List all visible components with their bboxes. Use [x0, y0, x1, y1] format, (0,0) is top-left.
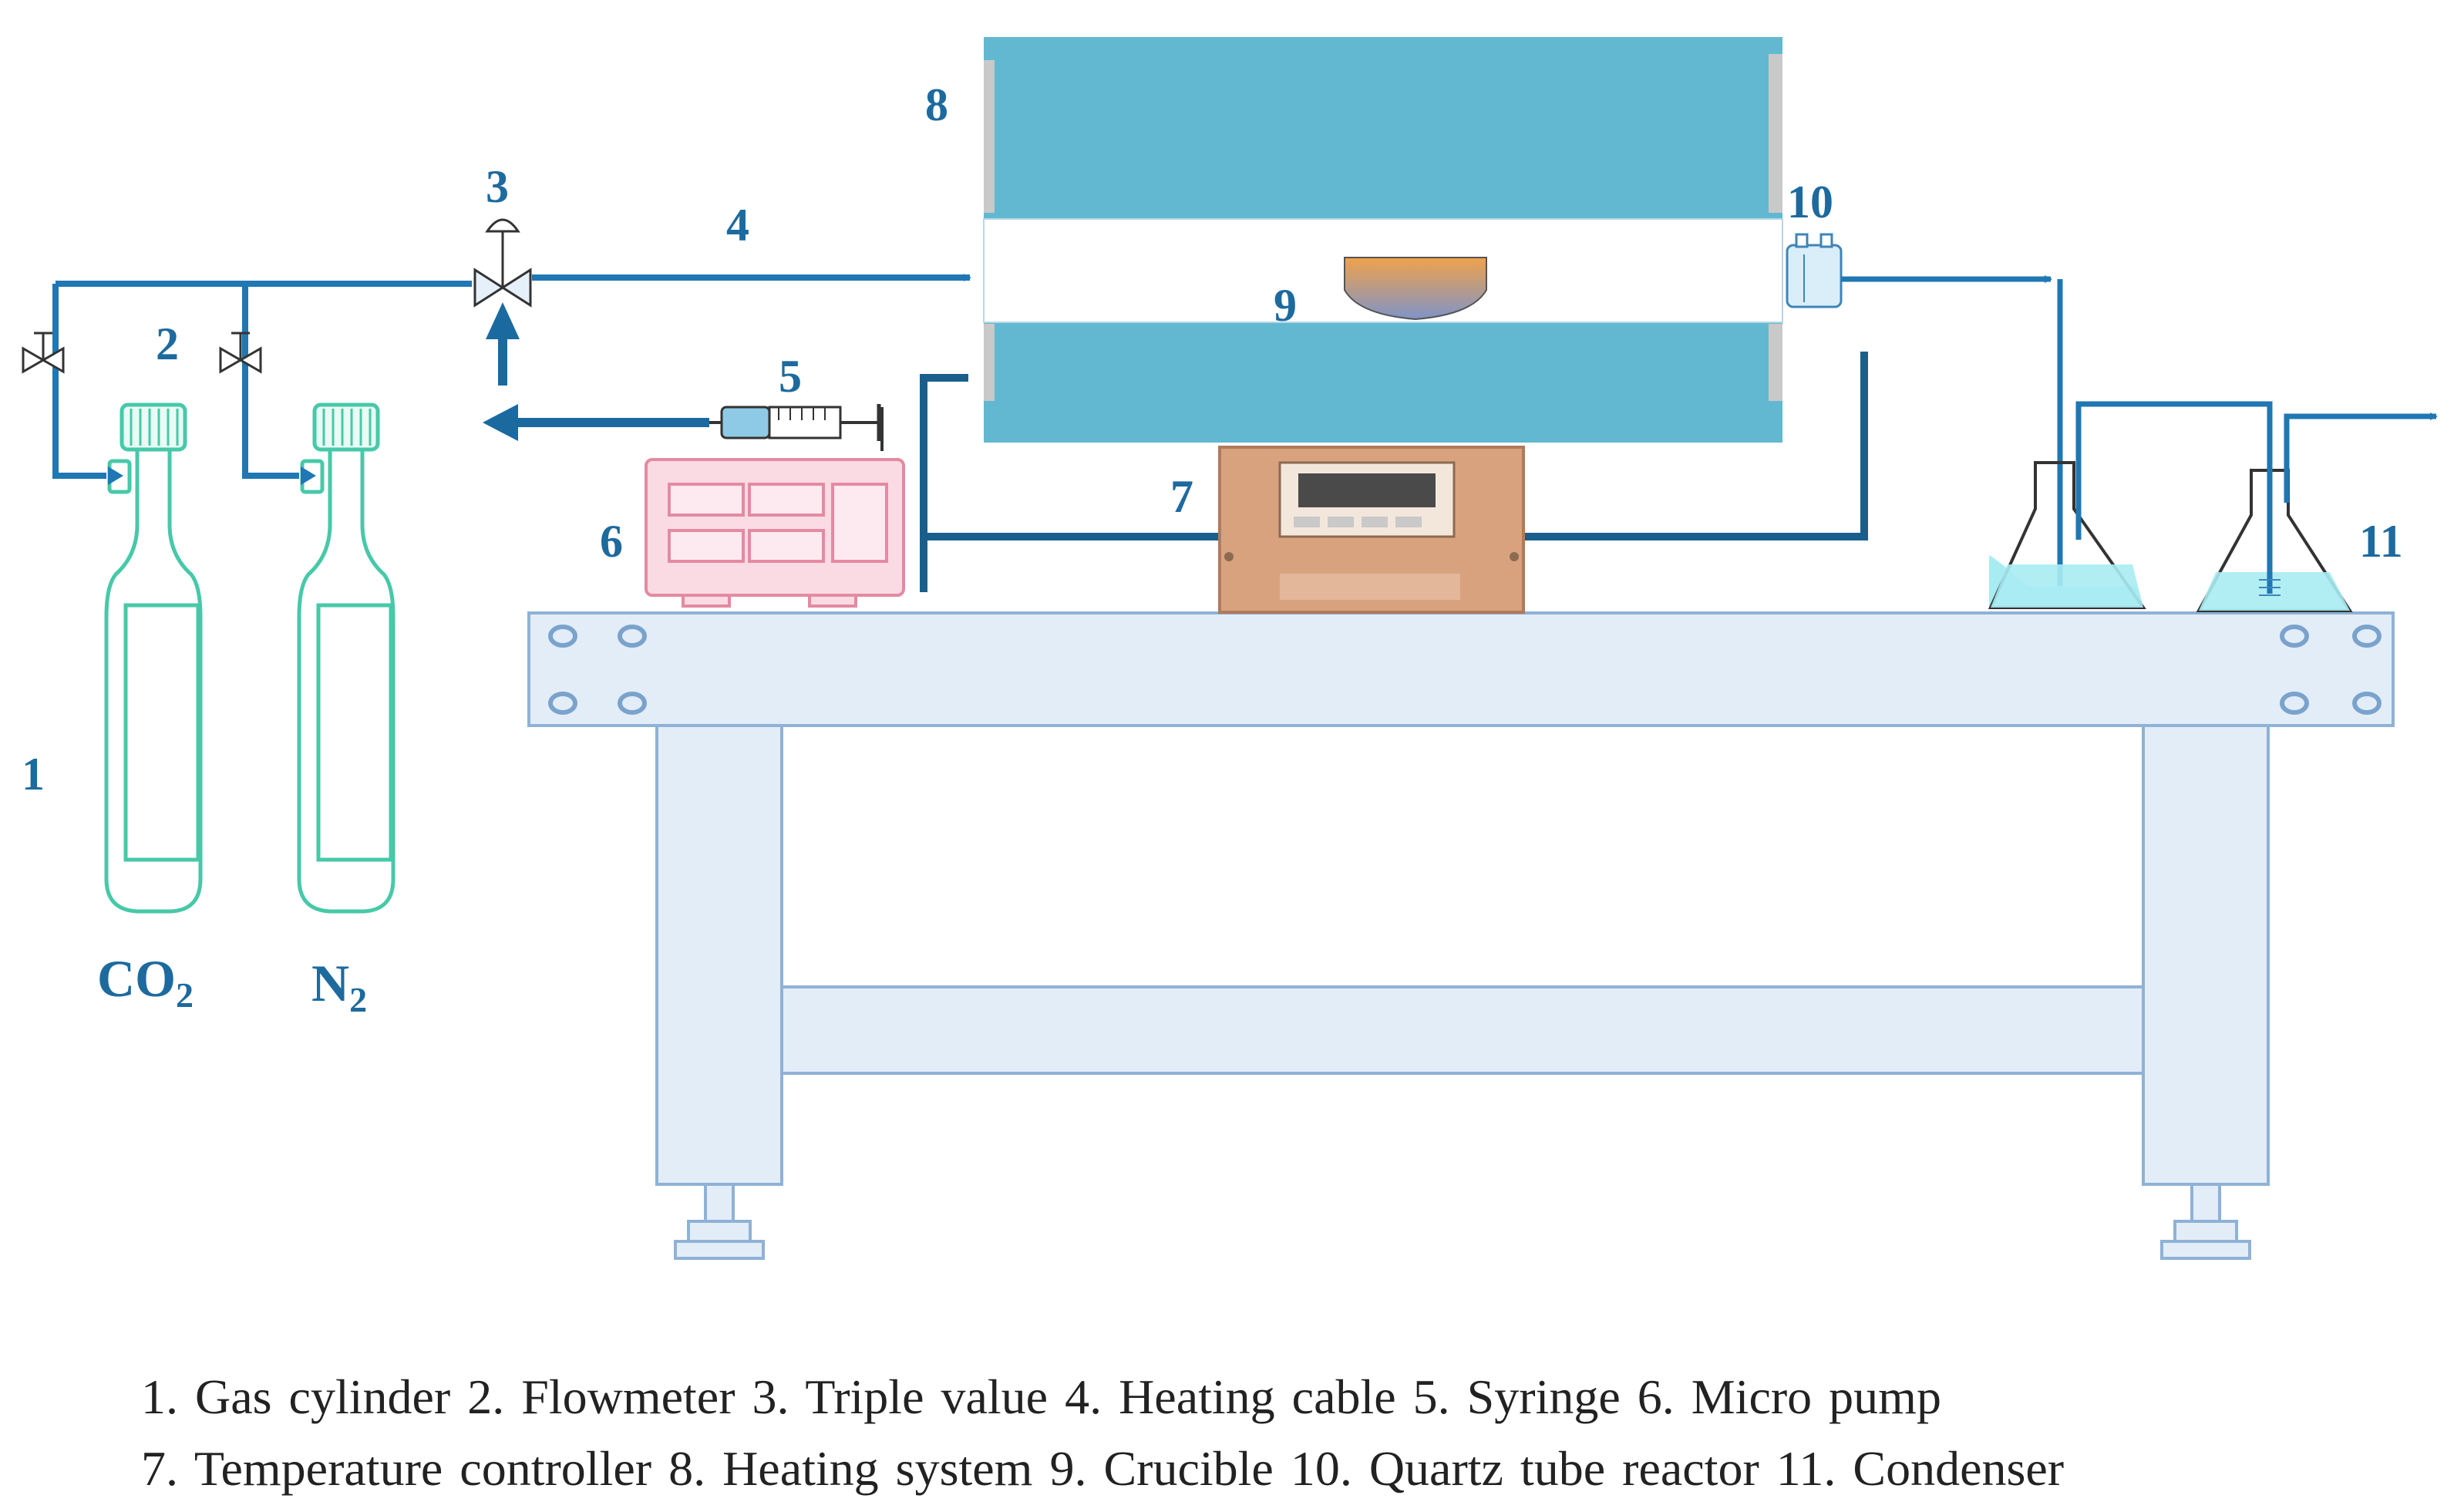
- gas-cylinder-co2: [104, 402, 203, 914]
- gas-cylinder-n2: [297, 402, 396, 914]
- controller-wiring: [920, 352, 1868, 592]
- heating-system: [983, 37, 1783, 443]
- triple-valve: [473, 218, 532, 308]
- valve-feed-arrowhead: [486, 302, 520, 339]
- label-3: 3: [486, 161, 509, 212]
- n2-inlet-arrowhead: [301, 466, 316, 485]
- caption-line-2: 7. Temperature controller 8. Heating sys…: [141, 1441, 2065, 1496]
- flowmeter-n2: [219, 332, 262, 374]
- caption-line-1: 1. Gas cylinder 2. Flowmeter 3. Triple v…: [141, 1369, 1941, 1424]
- label-8: 8: [925, 79, 948, 130]
- crucible: [1344, 257, 1487, 321]
- micro-pump: [645, 458, 905, 608]
- syringe-feed-arrowhead: [483, 404, 518, 441]
- co2-inlet-arrowhead: [108, 466, 123, 485]
- label-9: 9: [1274, 280, 1297, 331]
- table-bolts: [548, 625, 2382, 715]
- condenser: [1988, 401, 2438, 612]
- temperature-controller: [1218, 446, 1525, 614]
- label-10: 10: [1787, 177, 1833, 227]
- label-5: 5: [779, 351, 802, 402]
- gas-label-n2: N2: [311, 954, 367, 1019]
- lab-table: [527, 611, 2395, 1260]
- label-2: 2: [156, 318, 179, 369]
- syringe-feed-line: [498, 316, 709, 427]
- gas-supply-line: [52, 281, 472, 479]
- flowmeter-co2: [22, 332, 65, 374]
- syringe: [709, 404, 884, 451]
- label-1: 1: [22, 749, 45, 800]
- label-6: 6: [600, 516, 623, 567]
- quartz-tube-outlet: [1786, 233, 1843, 308]
- label-11: 11: [2359, 516, 2403, 567]
- label-4: 4: [726, 200, 749, 251]
- label-7: 7: [1170, 471, 1193, 522]
- gas-label-co2: CO2: [97, 949, 194, 1015]
